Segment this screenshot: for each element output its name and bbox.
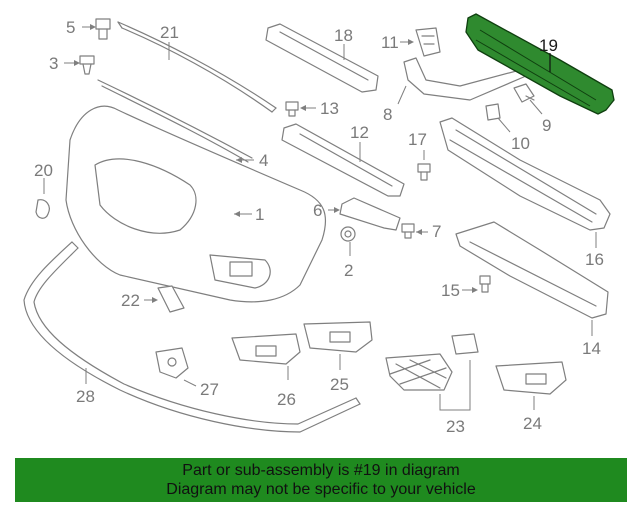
part-label-19[interactable]: 19 bbox=[539, 36, 558, 55]
part-9-clip bbox=[513, 83, 535, 103]
part-3-clip bbox=[79, 55, 95, 75]
part-label-26[interactable]: 26 bbox=[277, 390, 296, 409]
part-label-13[interactable]: 13 bbox=[320, 99, 339, 118]
part-27-fog-bracket bbox=[155, 347, 189, 379]
leader-line-8 bbox=[397, 85, 407, 105]
leader-line-27 bbox=[183, 379, 197, 387]
leader-line-23 bbox=[439, 360, 471, 411]
part-7-bolt bbox=[401, 223, 415, 239]
part-label-18[interactable]: 18 bbox=[334, 26, 353, 45]
part-23-mesh-grille bbox=[385, 333, 479, 391]
part-label-1[interactable]: 1 bbox=[255, 205, 264, 224]
part-12-bracket bbox=[281, 123, 405, 197]
part-4-molding-strip bbox=[97, 79, 253, 163]
part-28-lip-spoiler bbox=[23, 241, 361, 433]
banner-line-2: Diagram may not be specific to your vehi… bbox=[166, 481, 476, 498]
part-label-7[interactable]: 7 bbox=[432, 222, 441, 241]
part-label-27[interactable]: 27 bbox=[200, 380, 219, 399]
part-13-clip bbox=[285, 101, 299, 117]
part-label-28[interactable]: 28 bbox=[76, 387, 95, 406]
info-banner: Part or sub-assembly is #19 in diagram D… bbox=[15, 458, 627, 502]
part-label-6[interactable]: 6 bbox=[313, 201, 322, 220]
part-label-3[interactable]: 3 bbox=[49, 54, 58, 73]
part-21-upper-grille-strip bbox=[117, 21, 277, 113]
part-label-9[interactable]: 9 bbox=[542, 116, 551, 135]
part-1-bumper-cover bbox=[65, 105, 327, 303]
parts-diagram: 5 3 21 4 1 20 18 bbox=[23, 13, 615, 436]
part-label-22[interactable]: 22 bbox=[121, 291, 140, 310]
part-label-23[interactable]: 23 bbox=[446, 417, 465, 436]
part-14-lower-beam bbox=[455, 221, 609, 319]
leader-line-9 bbox=[529, 99, 543, 115]
part-label-25[interactable]: 25 bbox=[330, 375, 349, 394]
part-18-upper-bracket bbox=[265, 23, 379, 93]
banner-line-1: Part or sub-assembly is #19 in diagram bbox=[182, 462, 460, 479]
part-20-side-marker bbox=[35, 199, 50, 219]
part-26-fog-cover bbox=[231, 333, 301, 365]
part-6-bracket bbox=[339, 197, 401, 231]
part-label-4[interactable]: 4 bbox=[259, 151, 268, 170]
part-label-2[interactable]: 2 bbox=[344, 261, 353, 280]
part-label-16[interactable]: 16 bbox=[585, 250, 604, 269]
part-19-energy-absorber bbox=[465, 13, 615, 115]
part-10-nut bbox=[485, 103, 501, 121]
part-17-bolt bbox=[417, 163, 431, 181]
part-label-12[interactable]: 12 bbox=[350, 123, 369, 142]
part-22-bracket bbox=[157, 285, 185, 313]
part-label-11[interactable]: 11 bbox=[381, 33, 399, 52]
part-label-10[interactable]: 10 bbox=[511, 134, 530, 153]
part-label-15[interactable]: 15 bbox=[441, 281, 460, 300]
part-2-grommet bbox=[340, 226, 356, 242]
part-label-14[interactable]: 14 bbox=[582, 339, 601, 358]
part-24-fog-cover bbox=[495, 361, 567, 395]
part-5-bolt bbox=[95, 18, 111, 40]
part-label-5[interactable]: 5 bbox=[66, 18, 75, 37]
part-label-8[interactable]: 8 bbox=[383, 105, 392, 124]
part-label-24[interactable]: 24 bbox=[523, 414, 542, 433]
part-16-reinforcement-beam bbox=[439, 117, 611, 231]
part-label-17[interactable]: 17 bbox=[408, 130, 427, 149]
part-11-small-bracket bbox=[415, 27, 441, 57]
part-label-20[interactable]: 20 bbox=[34, 161, 53, 180]
leader-line-10 bbox=[497, 117, 511, 133]
part-label-21[interactable]: 21 bbox=[160, 23, 179, 42]
part-15-clip bbox=[479, 275, 491, 293]
part-25-fog-cover bbox=[303, 321, 373, 353]
